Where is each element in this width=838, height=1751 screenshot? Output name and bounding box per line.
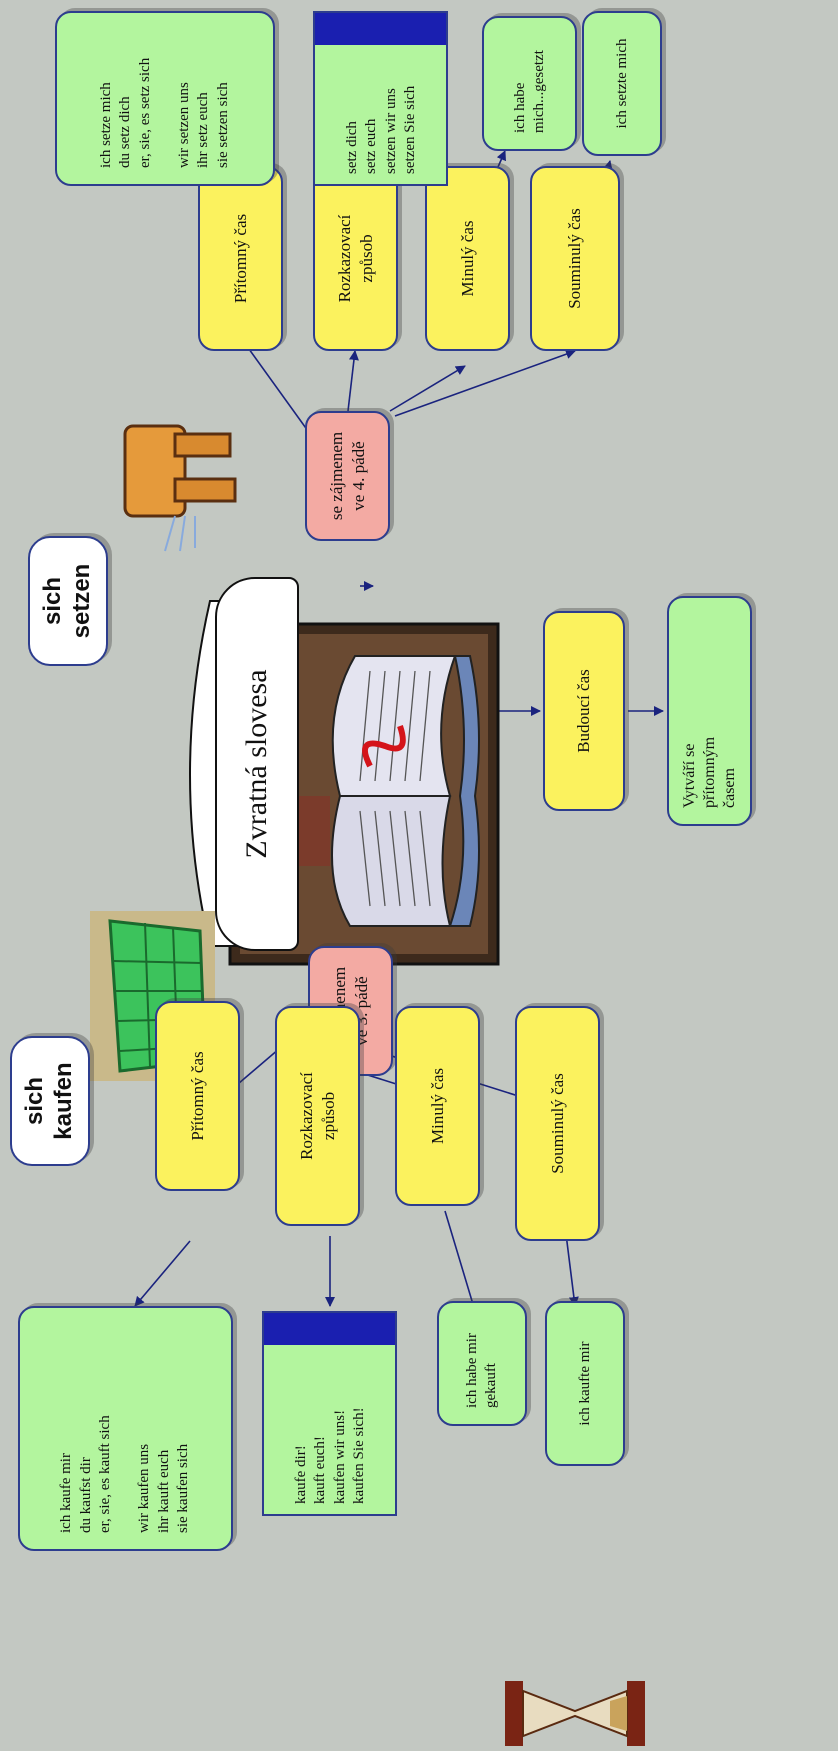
note-dat-present: ich kaufe mir du kaufst dir er, sie, es … <box>18 1306 233 1551</box>
note-dat-preterite: ich kaufte mir <box>545 1301 625 1466</box>
note-dat-imperative: kaufe dir! kauft euch! kaufen wir uns! k… <box>262 1311 397 1516</box>
node-acc-preterite: Souminulý čas <box>530 166 620 351</box>
node-dat-perfect: Minulý čas <box>395 1006 480 1206</box>
node-acc-present: Přítomný čas <box>198 166 283 351</box>
edge-acc-perfect <box>389 365 466 412</box>
hourglass-icon <box>505 1681 645 1746</box>
node-dat-preterite: Souminulý čas <box>515 1006 600 1241</box>
note-acc-preterite: ich setzte mich <box>582 11 662 156</box>
note-dat-imperative-text: kaufe dir! kauft euch! kaufen wir uns! k… <box>292 1407 368 1504</box>
blue-bar <box>264 1313 395 1345</box>
title-banner: Zvratná slovesa <box>215 577 299 951</box>
center-title: Zvratná slovesa <box>240 669 273 859</box>
edge-acc-imperative <box>347 350 359 412</box>
node-dat-present: Přítomný čas <box>155 1001 240 1191</box>
note-acc-imperative: setz dich setz euch setzen wir uns setze… <box>313 11 448 186</box>
node-acc-imperative: Rozkazovací způsob <box>313 166 398 351</box>
chair-icon <box>123 424 237 552</box>
edge-dat-perfect-note <box>444 1210 478 1312</box>
edge-dat-present-note <box>134 1240 191 1307</box>
edge-acc-preterite <box>394 349 576 417</box>
note-acc-perfect: ich habe mich...gesetzt <box>482 16 577 151</box>
label-sich-kaufen: sich kaufen <box>10 1036 90 1166</box>
note-acc-imperative-text: setz dich setz euch setzen wir uns setze… <box>343 85 419 174</box>
node-dat-imperative: Rozkazovací způsob <box>275 1006 360 1226</box>
note-acc-present: ich setze mich du setz dich er, sie, es … <box>55 11 275 186</box>
blue-bar <box>315 13 446 45</box>
node-future: Budoucí čas <box>543 611 625 811</box>
node-acc-perfect: Minulý čas <box>425 166 510 351</box>
label-sich-setzen: sich setzen <box>28 536 108 666</box>
note-future: Vytváří se přítomným časem <box>667 596 752 826</box>
note-dat-perfect: ich habe mir gekauft <box>437 1301 527 1426</box>
node-accusative: se zájmenem ve 4. pádě <box>305 411 390 541</box>
